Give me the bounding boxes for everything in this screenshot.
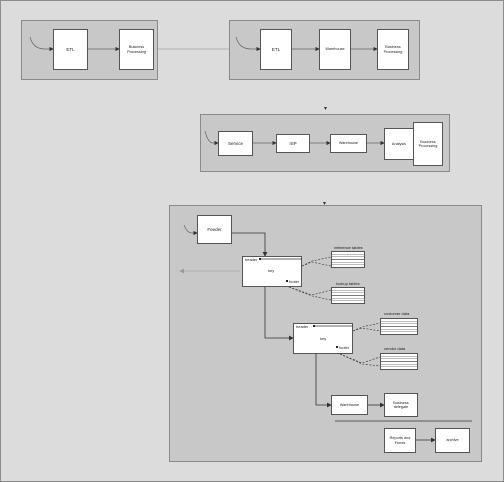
node1-header: header: [245, 257, 258, 262]
feeder-to-node1: [232, 232, 268, 257]
lookup-link-4: [288, 286, 332, 301]
node2-to-warehouse: [315, 354, 332, 408]
business-processing-box-2[interactable]: Business Processing: [377, 29, 409, 70]
transform-node-2[interactable]: [293, 323, 353, 354]
node1-to-node2: [264, 287, 294, 341]
customer-data-label: customer data: [384, 311, 410, 316]
lookup-link-1: [301, 256, 332, 267]
reference-table-2[interactable]: [331, 287, 365, 304]
lookup-tables-label: lookup tables: [336, 281, 360, 286]
lookup-link-2: [301, 261, 332, 267]
reference-tables-label: reference tables: [334, 245, 363, 250]
vendor-data-label: vendor data: [384, 346, 406, 351]
reference-table-1[interactable]: [331, 251, 365, 268]
entry-curve-top-left: [29, 36, 54, 52]
entry-curve-bottom: [183, 224, 198, 236]
node2-footer: footer: [339, 345, 350, 350]
reference-table-3[interactable]: [380, 318, 418, 335]
lookup-link-8: [339, 353, 381, 367]
lookup-link-5: [352, 322, 381, 332]
reports-feeds-box[interactable]: Reports and Feeds: [384, 428, 416, 453]
node2-header: header: [296, 324, 309, 329]
lookup-link-3: [288, 286, 332, 296]
node1-footer: footer: [289, 279, 300, 284]
reference-table-4[interactable]: [380, 353, 418, 370]
lookup-link-7: [339, 353, 381, 364]
business-delegate-box[interactable]: Business delegate: [384, 393, 418, 417]
etl-box-2[interactable]: ETL: [260, 29, 292, 70]
down-arrow-2: [323, 202, 326, 205]
node1-header-dot: [259, 258, 261, 260]
node2-header-dot: [313, 325, 315, 327]
entry-curve-top-right: [235, 36, 261, 52]
node2-footer-dot: [336, 346, 338, 348]
feeder-box[interactable]: Feeder: [197, 215, 232, 244]
node2-body: key: [320, 336, 327, 341]
down-arrow-1: [324, 107, 327, 110]
entry-curve-middle: [204, 130, 219, 146]
archive-box[interactable]: archive: [435, 428, 470, 453]
service-box[interactable]: Service: [218, 131, 253, 156]
business-processing-box-3[interactable]: Business Processing: [413, 122, 443, 166]
lookup-link-6: [352, 327, 381, 332]
transform-node-1[interactable]: [242, 256, 302, 287]
node1-body: key: [268, 268, 275, 273]
warehouse-box[interactable]: Warehouse: [319, 29, 351, 70]
business-processing-box[interactable]: Business Processing: [119, 29, 154, 70]
node1-footer-dot: [286, 280, 288, 282]
